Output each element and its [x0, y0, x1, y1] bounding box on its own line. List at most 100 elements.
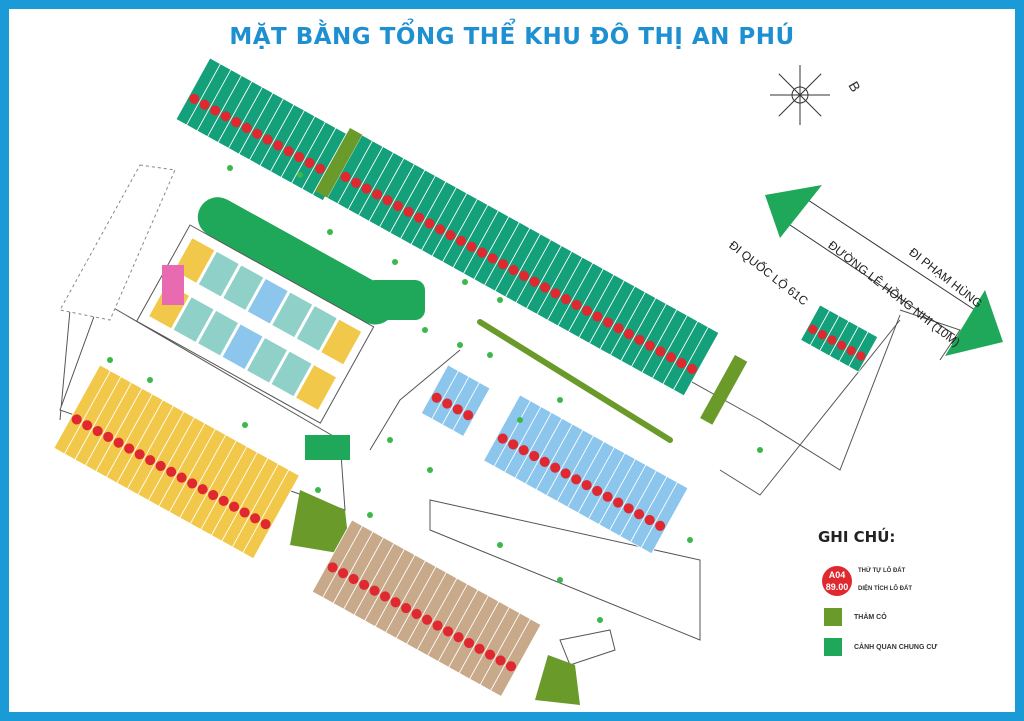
- tree-icon: [557, 577, 563, 583]
- lot-badge: [231, 117, 242, 128]
- lot-badge: [124, 443, 135, 454]
- lot-badge: [304, 157, 315, 168]
- apartment-unit: [245, 336, 289, 384]
- lot-badge: [445, 230, 456, 241]
- lot-badge: [539, 282, 551, 293]
- grass-strip: [700, 355, 748, 425]
- lot-badge: [487, 253, 498, 264]
- lot-badge: [283, 146, 294, 157]
- lot-badge: [239, 507, 250, 518]
- tree-icon: [387, 437, 393, 443]
- tree-icon: [487, 352, 493, 358]
- landscape-swatch: [824, 638, 842, 656]
- apartment-unit: [222, 264, 265, 312]
- tree-icon: [147, 377, 153, 383]
- lot-badge: [613, 497, 624, 508]
- lot-badge: [241, 122, 252, 133]
- lot-badge: [505, 661, 517, 672]
- teal-lot-strip-3: [800, 304, 879, 373]
- lot-badge: [602, 317, 614, 328]
- tree-icon: [557, 397, 563, 403]
- legend-item-label: THẢM CỎ: [854, 613, 887, 621]
- lot-badge: [529, 450, 540, 462]
- lot: [242, 469, 300, 560]
- tree-icon: [242, 422, 248, 428]
- apartment-unit: [271, 291, 314, 339]
- road-line: [807, 199, 976, 311]
- lot-badge: [518, 270, 530, 281]
- lot-badge: [571, 299, 582, 310]
- legend-item-grass: THẢM CỎ: [818, 608, 1008, 626]
- tree-icon: [107, 357, 113, 363]
- lot-badge: [422, 614, 433, 625]
- tree-icon: [367, 512, 373, 518]
- lot-badge: [113, 437, 124, 448]
- legend-badge-code: A04: [828, 570, 846, 580]
- lot-badge: [655, 520, 666, 531]
- tree-icon: [392, 259, 398, 265]
- tree-icon: [597, 617, 603, 623]
- lot-badge: [508, 439, 519, 450]
- lot-badge: [338, 568, 349, 579]
- lot-badge: [452, 404, 463, 415]
- apartment-unit: [270, 350, 313, 398]
- road-edge: [719, 319, 901, 496]
- lot-badge: [197, 484, 208, 495]
- lot-badge: [403, 206, 414, 217]
- lot-badge: [686, 363, 697, 374]
- lot: [848, 331, 879, 373]
- lot-badge: [369, 585, 380, 596]
- tree-icon: [757, 447, 763, 453]
- lot-badge: [508, 264, 519, 276]
- lot-badge: [634, 509, 645, 520]
- blue-lot-strip: [483, 394, 689, 555]
- lot-badge: [817, 330, 828, 340]
- compass-ray: [799, 94, 822, 117]
- lot-badge: [592, 485, 603, 496]
- legend: GHI CHÚ: THỨ TỰ LÔ ĐẤT DIỆN TÍCH LÔ ĐẤT …: [818, 528, 1008, 656]
- lot-badge: [361, 183, 372, 194]
- lot-badge: [644, 340, 656, 351]
- tree-icon: [497, 297, 503, 303]
- tree-icon: [497, 542, 503, 548]
- lot-badge: [189, 93, 200, 104]
- lot-badge: [327, 562, 338, 573]
- lot-badge: [581, 480, 592, 491]
- lot-badge: [348, 573, 359, 585]
- lot-badge: [808, 324, 818, 334]
- lot-badge: [250, 513, 261, 524]
- legend-item-label: CẢNH QUAN CHUNG CƯ: [854, 643, 938, 651]
- lot-badge: [390, 597, 401, 608]
- lot-badge: [623, 503, 634, 514]
- lot-badge: [424, 218, 435, 229]
- lot-badge: [431, 392, 442, 403]
- lot-badge: [340, 171, 351, 182]
- lot-badge: [294, 152, 305, 163]
- road-edge: [369, 349, 461, 451]
- lot-badge: [518, 445, 529, 456]
- lot-badge: [262, 134, 273, 145]
- lot-badge: [166, 466, 177, 477]
- tree-icon: [422, 327, 428, 333]
- lot-badge: [432, 620, 443, 631]
- lot-badge: [550, 288, 561, 299]
- lot-badge: [846, 346, 856, 356]
- lot-badge: [252, 128, 263, 139]
- lot-badge: [837, 340, 847, 350]
- tree-icon: [462, 279, 468, 285]
- legend-badge-area: 89.00: [825, 582, 849, 592]
- lot-badge: [466, 241, 477, 252]
- landscape-area: [365, 280, 425, 320]
- apartment-unit: [173, 236, 216, 285]
- lot-badge: [393, 201, 404, 212]
- grass-area: [535, 655, 580, 705]
- lot-badge: [145, 455, 156, 466]
- lot-badge: [497, 433, 508, 444]
- landscape-area: [305, 435, 350, 460]
- lot-badge: [529, 276, 540, 287]
- apartment-unit: [197, 250, 241, 298]
- legend-lot-order-label: THỨ TỰ LÔ ĐẤT: [858, 568, 906, 574]
- lot-badge: [550, 462, 561, 473]
- lot-badge: [273, 140, 284, 151]
- apartment-unit: [172, 295, 215, 344]
